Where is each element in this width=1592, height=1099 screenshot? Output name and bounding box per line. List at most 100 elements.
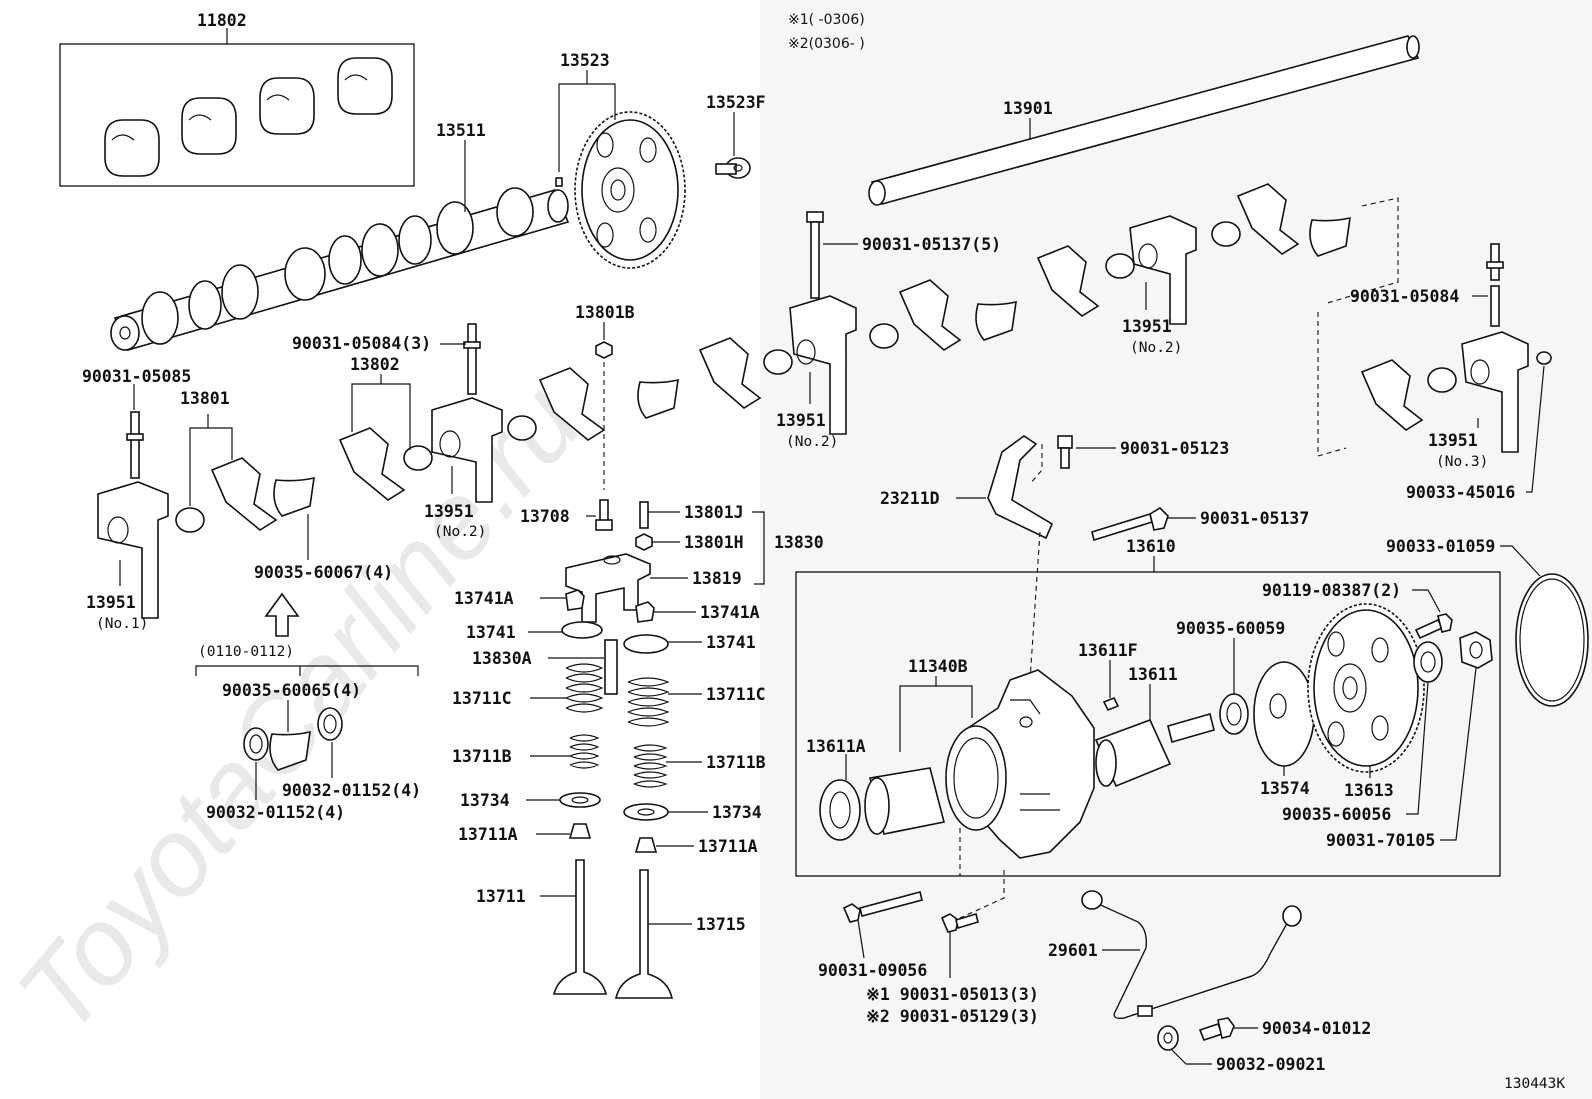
label-90035-60059: 90035-60059 (1176, 619, 1285, 638)
bottom-bolts (842, 828, 1005, 933)
label-13741-left: 13741 (466, 623, 516, 642)
bearing-set-11802 (59, 28, 415, 187)
label-90031-70105: 90031-70105 (1326, 831, 1435, 850)
label-90031-05085: 90031-05085 (82, 367, 191, 386)
valve-train (552, 499, 673, 999)
bracket-23211D (987, 435, 1073, 681)
label-13951-no2-right: 13951 (1122, 317, 1172, 336)
label-23211D: 23211D (880, 489, 940, 508)
bushing-group-0110-0112 (243, 707, 343, 771)
bolt-90119-08387 (1414, 613, 1453, 640)
label-11340B: 11340B (908, 657, 968, 676)
label-90031-09056: 90031-09056 (818, 961, 927, 980)
rocker-train-upper (637, 183, 1399, 457)
label-90033-45016: 90033-45016 (1406, 483, 1515, 502)
gear-13613 (1307, 603, 1425, 773)
label-90031-05084-right: 90031-05084 (1350, 287, 1459, 306)
label-13611A: 13611A (806, 737, 866, 756)
washer-90035-60056 (1413, 641, 1443, 683)
label-13741-right: 13741 (706, 633, 756, 652)
diagram-code: 130443K (1504, 1076, 1565, 1092)
label-90035-60056: 90035-60056 (1282, 805, 1391, 824)
long-bolt-90031-05137 (1091, 506, 1169, 542)
label-13711A-left: 13711A (458, 825, 518, 844)
label-90033-01059: 90033-01059 (1386, 537, 1495, 556)
gasket-90032-09021 (1157, 1025, 1179, 1051)
camshaft-13511 (110, 187, 570, 351)
shaft-13611 (1094, 696, 1215, 788)
union-bolt-90034-01012 (1198, 1017, 1235, 1041)
label-13830A: 13830A (472, 649, 532, 668)
label-13951-no1-sub: (No.1) (96, 616, 148, 632)
label-13951-no1: 13951 (86, 593, 136, 612)
label-90031-05084-3: 90031-05084(3) (292, 334, 431, 353)
label-13819: 13819 (692, 569, 742, 588)
nut-90031-70105 (1459, 631, 1493, 669)
label-90035-60067: 90035-60067(4) (254, 563, 393, 582)
label-13801J: 13801J (684, 503, 744, 522)
label-90031-05137: 90031-05137 (1200, 509, 1309, 528)
housing-11340B (945, 669, 1095, 859)
label-13613: 13613 (1344, 781, 1394, 800)
label-90031-05129: ※2 90031-05129(3) (866, 1007, 1039, 1026)
label-90032-09021: 90032-09021 (1216, 1055, 1325, 1074)
label-13523F: 13523F (706, 93, 766, 112)
note-2: ※2(0306- ) (788, 36, 865, 52)
watermark: ToyotaCarline.ru (0, 361, 605, 1055)
label-13830: 13830 (774, 533, 824, 552)
label-13610: 13610 (1126, 537, 1176, 556)
label-13715: 13715 (696, 915, 746, 934)
label-90119-08387: 90119-08387(2) (1262, 581, 1401, 600)
label-90035-60065: 90035-60065(4) (222, 681, 361, 700)
assembly-box-13610 (795, 571, 1501, 877)
note-1: ※1( -0306) (788, 12, 865, 28)
pipe-29601 (1081, 890, 1302, 1019)
gear-pin-13523F (715, 157, 751, 179)
label-13951-no3: 13951 (1428, 431, 1478, 450)
label-0110-0112: (0110-0112) (198, 644, 294, 660)
label-11802: 11802 (197, 11, 247, 30)
o-ring-90033-01059 (1515, 573, 1589, 707)
label-13574: 13574 (1260, 779, 1310, 798)
label-90031-05137-5: 90031-05137(5) (862, 235, 1001, 254)
label-90031-05013: ※1 90031-05013(3) (866, 985, 1039, 1004)
seal-13611A (819, 767, 945, 841)
label-13611F: 13611F (1078, 641, 1138, 660)
washer-90035-60059 (1219, 693, 1249, 735)
label-13741A-right: 13741A (700, 603, 760, 622)
label-13711C-left: 13711C (452, 689, 512, 708)
label-13511: 13511 (436, 121, 486, 140)
label-13711A-right: 13711A (698, 837, 758, 856)
label-13734-right: 13734 (712, 803, 762, 822)
label-13951-no3-sub: (No.3) (1436, 454, 1488, 470)
label-13711B-right: 13711B (706, 753, 766, 772)
label-13708: 13708 (520, 507, 570, 526)
label-13951-no2-center-sub: (No.2) (786, 434, 838, 450)
label-13734-left: 13734 (460, 791, 510, 810)
label-90031-05123: 90031-05123 (1120, 439, 1229, 458)
label-13801: 13801 (180, 389, 230, 408)
rocker-bracket-no3 (1360, 243, 1552, 453)
label-13901: 13901 (1003, 99, 1053, 118)
label-13951-no2-right-sub: (No.2) (1130, 340, 1182, 356)
label-90032-01152-a: 90032-01152(4) (282, 781, 421, 800)
label-13741A-left: 13741A (454, 589, 514, 608)
label-13802: 13802 (350, 355, 400, 374)
label-13711C-right: 13711C (706, 685, 766, 704)
label-90032-01152-b: 90032-01152(4) (206, 803, 345, 822)
rocker-train-lower (97, 323, 613, 619)
label-13801H: 13801H (684, 533, 744, 552)
label-13801B: 13801B (575, 303, 635, 322)
label-13523: 13523 (560, 51, 610, 70)
label-13611: 13611 (1128, 665, 1178, 684)
cam-gear-13523 (555, 111, 686, 269)
label-13711: 13711 (476, 887, 526, 906)
rocker-shaft-13901 (868, 35, 1420, 206)
label-13711B-left: 13711B (452, 747, 512, 766)
label-29601: 29601 (1048, 941, 1098, 960)
label-13951-no2-left-sub: (No.2) (434, 524, 486, 540)
label-13951-no2-center: 13951 (776, 411, 826, 430)
label-90034-01012: 90034-01012 (1262, 1019, 1371, 1038)
